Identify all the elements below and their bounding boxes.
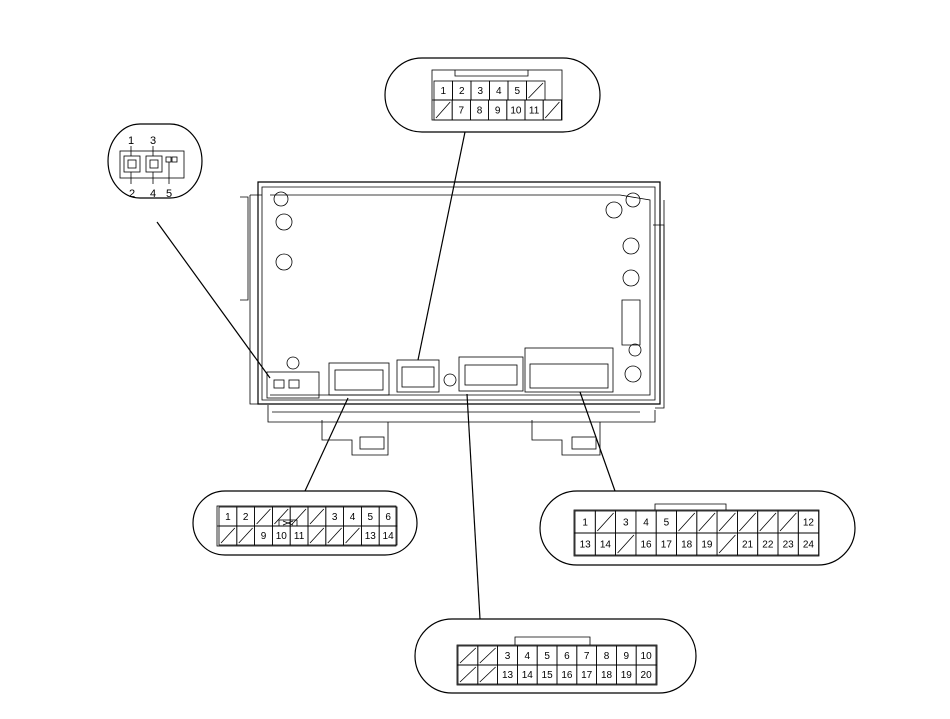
unused-pin-mark — [597, 512, 614, 532]
unused-pin-mark — [479, 666, 496, 683]
pin-label: 19 — [621, 670, 633, 681]
unused-pin-mark — [698, 512, 716, 532]
pin-label: 13 — [502, 670, 514, 681]
unused-pin-mark — [238, 527, 253, 544]
unused-pin-mark — [678, 512, 696, 532]
connector-small-callout: 1 3 2 4 5 — [107, 123, 203, 200]
unused-pin-mark — [435, 101, 451, 119]
unused-pin-mark — [544, 101, 560, 119]
unused-pin-mark — [274, 508, 289, 525]
pin-label: 9 — [495, 106, 501, 117]
unused-pin-mark — [291, 508, 307, 525]
pin-label: 14 — [600, 540, 612, 551]
pin-label: 1 — [128, 135, 134, 147]
pin-label: 16 — [640, 540, 652, 551]
unused-pin-mark — [739, 512, 756, 532]
pin-cell — [635, 664, 657, 685]
pin-label: 13 — [365, 531, 377, 542]
pin-label: 11 — [529, 106, 540, 117]
pin-label: 14 — [522, 670, 534, 681]
unused-pin-mark — [327, 527, 342, 544]
pin-label: 5 — [368, 512, 374, 523]
pin-label: 3 — [332, 512, 338, 523]
connector-bottom-callout: 3 4 5 6 7 8 9 10 13 14 15 16 17 18 19 20 — [414, 618, 697, 694]
pin-label: 18 — [681, 540, 693, 551]
pin-label: 9 — [624, 651, 630, 662]
pin-label: 5 — [664, 518, 670, 529]
pin-label: 2 — [459, 86, 465, 97]
pin-label: 24 — [803, 540, 815, 551]
pin-label: 5 — [166, 188, 172, 200]
unused-pin-mark — [528, 82, 544, 99]
leader-lines — [156, 131, 616, 620]
pin-label: 1 — [582, 518, 588, 529]
pin-label: 20 — [641, 670, 653, 681]
unused-pin-mark — [220, 527, 236, 544]
pin-label: 4 — [643, 518, 649, 529]
pin-label: 9 — [261, 531, 267, 542]
pin-label: 10 — [510, 106, 522, 117]
connector-top-callout: 1 2 3 4 5 7 8 9 10 11 — [384, 57, 601, 133]
pin-label: 3 — [623, 518, 629, 529]
pin-label: 4 — [525, 651, 531, 662]
pin-label: 4 — [150, 188, 156, 200]
pin-label: 18 — [601, 670, 613, 681]
pin-label: 10 — [641, 651, 653, 662]
pin-label: 14 — [383, 531, 395, 542]
pin-label: 17 — [581, 670, 593, 681]
pin-label: 7 — [459, 106, 465, 117]
pin-label: 5 — [544, 651, 550, 662]
pin-cell — [797, 532, 819, 556]
pin-label: 1 — [225, 512, 231, 523]
pin-label: 11 — [294, 531, 305, 542]
audio-unit-rear-view — [240, 181, 665, 456]
pin-label: 2 — [129, 188, 135, 200]
unused-pin-mark — [779, 512, 797, 532]
pin-cell — [542, 99, 562, 121]
pin-cell — [378, 525, 398, 546]
pin-label: 16 — [561, 670, 573, 681]
pin-label: 5 — [514, 86, 520, 97]
unused-pin-mark — [256, 508, 271, 525]
leader-small — [156, 221, 271, 379]
unused-pin-mark — [617, 534, 635, 554]
unused-pin-mark — [459, 647, 477, 664]
leader-bottom — [466, 393, 481, 620]
pin-label: 22 — [762, 540, 774, 551]
pin-label: 3 — [477, 86, 483, 97]
pin-label: 15 — [542, 670, 554, 681]
pin-label: 3 — [150, 135, 156, 147]
leader-left — [304, 397, 349, 492]
pin-label: 8 — [604, 651, 610, 662]
pin-label: 19 — [701, 540, 713, 551]
pin-label: 12 — [803, 518, 815, 529]
unused-pin-mark — [309, 527, 325, 544]
leader-top — [417, 131, 466, 361]
pin-label: 1 — [440, 86, 446, 97]
unused-pin-mark — [759, 512, 777, 532]
pin-label: 17 — [661, 540, 673, 551]
pin-label: 23 — [783, 540, 795, 551]
pin-label: 13 — [580, 540, 592, 551]
pin-label: 2 — [243, 512, 249, 523]
unused-pin-mark — [479, 647, 496, 664]
pin-label: 6 — [385, 512, 391, 523]
pin-label: 6 — [564, 651, 570, 662]
pin-label: 7 — [584, 651, 590, 662]
pin-label: 3 — [505, 651, 511, 662]
leader-right — [579, 391, 616, 492]
pin-label: 21 — [742, 540, 754, 551]
unused-pin-mark — [459, 666, 477, 683]
unused-pin-mark — [345, 527, 360, 544]
pin-label: 8 — [477, 106, 483, 117]
unused-pin-mark — [718, 512, 736, 532]
unused-pin-mark — [309, 508, 325, 525]
pin-label: 10 — [276, 531, 288, 542]
pin-label: 4 — [496, 86, 502, 97]
pin-label: 4 — [350, 512, 356, 523]
unused-pin-mark — [718, 534, 736, 554]
